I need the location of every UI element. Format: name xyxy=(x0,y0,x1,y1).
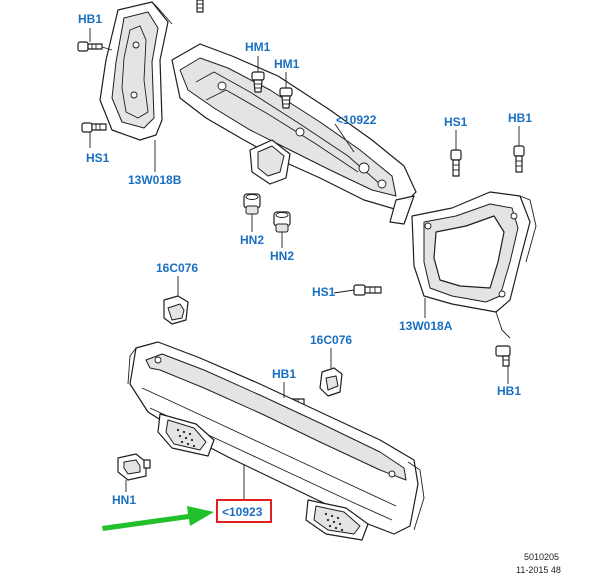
nut-hm1-b xyxy=(279,87,293,109)
bolt-hb1-right-bottom xyxy=(495,345,511,367)
label-hn1: HN1 xyxy=(112,493,136,507)
label-upper-rail: <10922 xyxy=(336,113,377,127)
right-bracket-13w018a xyxy=(411,191,537,339)
footer-code: 5010205 xyxy=(524,552,559,562)
label-hn2-a: HN2 xyxy=(240,233,264,247)
screw-hs1-left xyxy=(81,122,107,133)
upper-rail-10922 xyxy=(171,43,417,225)
clip-16c076-mid xyxy=(319,367,343,397)
label-clip-mid: 16C076 xyxy=(310,333,352,347)
green-arrow-icon xyxy=(102,506,214,531)
leader-lines xyxy=(89,28,520,500)
label-hm1-a: HM1 xyxy=(245,40,271,54)
label-hb1-right-top: HB1 xyxy=(508,111,532,125)
label-hb1-top-left: HB1 xyxy=(78,12,102,26)
label-hb1-right-bottom: HB1 xyxy=(497,384,521,398)
nut-hn2-b xyxy=(273,211,291,233)
diagram-footer: 5010205 11-2015 48 xyxy=(516,552,561,575)
label-clip-left: 16C076 xyxy=(156,261,198,275)
label-bracket-right: 13W018A xyxy=(399,319,453,333)
callout-labels: HB1 HS1 13W018B HM1 HM1 <10922 HN2 HN2 H… xyxy=(78,12,532,507)
highlight-box xyxy=(216,499,272,523)
left-bracket-13w018b xyxy=(99,1,173,141)
label-hm1-b: HM1 xyxy=(274,57,300,71)
clip-16c076-left xyxy=(163,295,189,325)
label-bracket-left: 13W018B xyxy=(128,173,182,187)
bolt-hb1-right-top xyxy=(513,145,525,173)
nut-hn1 xyxy=(117,453,151,481)
bumper-beam-10923 xyxy=(127,341,425,541)
label-hs1-left: HS1 xyxy=(86,151,110,165)
nut-hn2-a xyxy=(243,193,261,215)
screw-hs1-right-mid xyxy=(353,284,382,296)
label-bumper-beam: <10923 xyxy=(222,505,263,519)
screw-hs1-right-top xyxy=(450,149,462,177)
label-hs1-right-mid: HS1 xyxy=(312,285,336,299)
footer-date: 11-2015 48 xyxy=(516,565,561,575)
nut-hm1-a xyxy=(251,71,265,93)
label-hs1-right-top: HS1 xyxy=(444,115,468,129)
highlighted-callout[interactable]: <10923 xyxy=(216,499,272,523)
label-hn2-b: HN2 xyxy=(270,249,294,263)
bolt-hb1-top-left xyxy=(77,41,113,52)
label-hb1-mid: HB1 xyxy=(272,367,296,381)
top-stud xyxy=(196,0,204,13)
